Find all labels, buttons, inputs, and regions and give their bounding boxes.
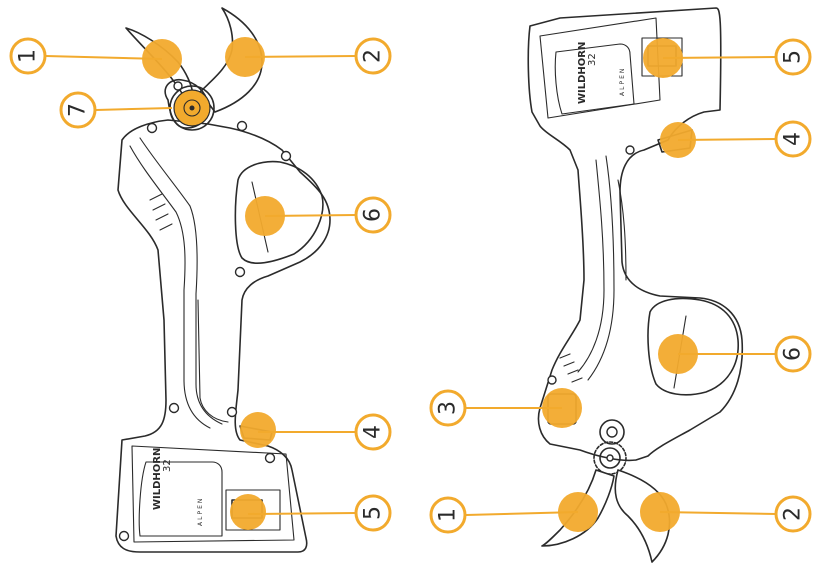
- callout-3: 3: [429, 389, 467, 427]
- callout-1-left: 1: [9, 37, 47, 75]
- highlight-spots: [142, 37, 698, 532]
- callout-6-right: 6: [774, 335, 812, 373]
- callout-1-left-number: 1: [16, 49, 41, 63]
- callout-5-left: 5: [354, 494, 392, 532]
- left-shears-body: [115, 119, 331, 553]
- spot-right-2: [640, 492, 680, 532]
- callout-1-right-number: 1: [436, 508, 461, 522]
- callout-5-left-number: 5: [361, 506, 386, 520]
- callout-2-right-number: 2: [781, 507, 806, 521]
- callout-2-left: 2: [354, 37, 392, 75]
- right-model-label: 32: [587, 53, 598, 66]
- right-brand-label: WILDHORN: [577, 42, 588, 104]
- callout-4-left: 4: [354, 413, 392, 451]
- shears-front-view: WILDHORN 32 ALPEN: [115, 7, 331, 553]
- spot-left-4: [240, 412, 276, 448]
- right-maker-label: ALPEN: [619, 67, 626, 96]
- leader-lines: [45, 55, 777, 516]
- left-maker-label: ALPEN: [197, 497, 204, 526]
- left-brand-label: WILDHORN: [152, 448, 163, 510]
- callout-6-left-number: 6: [361, 208, 386, 222]
- callout-2-right: 2: [774, 495, 812, 533]
- callout-5-right: 5: [774, 38, 812, 76]
- callout-4-right: 4: [774, 120, 812, 158]
- spot-left-5: [230, 494, 266, 530]
- callout-4-right-number: 4: [781, 132, 806, 146]
- callouts: 1 2 7 6 4 5 5 4: [9, 37, 812, 534]
- shears-back-view: WILDHORN 32 ALPEN: [527, 7, 744, 563]
- callout-3-number: 3: [436, 401, 461, 415]
- left-model-label: 32: [162, 459, 173, 472]
- callout-4-left-number: 4: [361, 425, 386, 439]
- callout-5-right-number: 5: [781, 50, 806, 64]
- callout-2-left-number: 2: [361, 49, 386, 63]
- callout-6-left: 6: [354, 196, 392, 234]
- callout-1-right: 1: [429, 496, 467, 534]
- callout-7-number: 7: [66, 103, 91, 117]
- callout-7: 7: [59, 91, 97, 129]
- callout-6-right-number: 6: [781, 347, 806, 361]
